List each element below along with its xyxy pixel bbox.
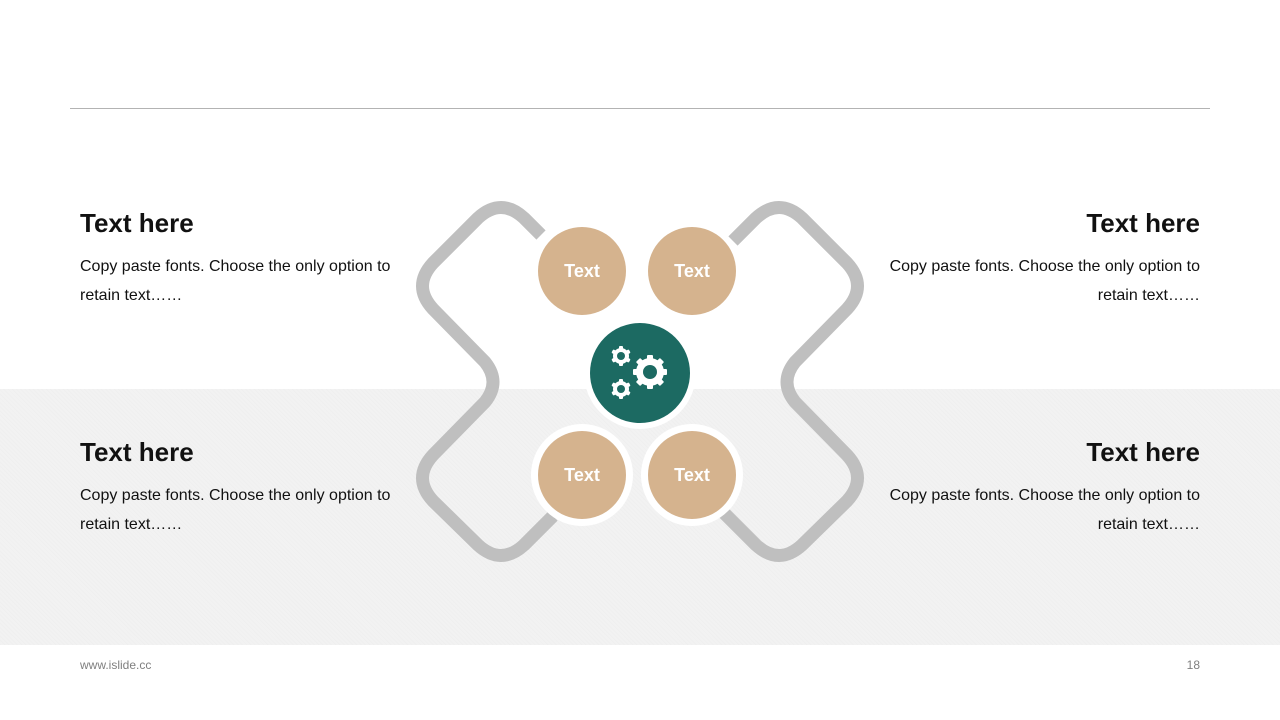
node-circle (538, 431, 626, 519)
top-divider (70, 108, 1210, 109)
block-title: Text here (1086, 208, 1200, 238)
text-block-top-left: Text here Copy paste fonts. Choose the o… (80, 208, 400, 310)
x-diagram: Text Text Text Text (416, 201, 864, 562)
right-bracket (718, 201, 864, 562)
node-label: Text (674, 261, 710, 281)
node-circle (538, 227, 626, 315)
node-circle (648, 431, 736, 519)
node-top-left: Text (538, 227, 626, 315)
text-block-bottom-right: Text here Copy paste fonts. Choose the o… (880, 437, 1200, 539)
node-top-right: Text (648, 227, 736, 315)
left-bracket (416, 201, 558, 562)
gears-icon (611, 346, 667, 399)
node-label: Text (564, 465, 600, 485)
text-block-top-right: Text here Copy paste fonts. Choose the o… (880, 208, 1200, 310)
x-connectors (416, 201, 864, 562)
node-circle (648, 227, 736, 315)
block-body: Copy paste fonts. Choose the only option… (889, 258, 1200, 304)
node-label: Text (564, 261, 600, 281)
center-node (584, 317, 696, 429)
node-bottom-right: Text (641, 424, 743, 526)
block-title: Text here (1086, 437, 1200, 467)
block-title: Text here (80, 437, 194, 467)
node-bottom-left: Text (531, 424, 633, 526)
block-body: Copy paste fonts. Choose the only option… (889, 487, 1200, 533)
footer-url: www.islide.cc (80, 658, 152, 672)
block-title: Text here (80, 208, 194, 238)
background-band (0, 389, 1280, 645)
node-label: Text (674, 465, 710, 485)
text-block-bottom-left: Text here Copy paste fonts. Choose the o… (80, 437, 400, 539)
block-body: Copy paste fonts. Choose the only option… (80, 258, 391, 304)
block-body: Copy paste fonts. Choose the only option… (80, 487, 391, 533)
page-number: 18 (1186, 658, 1200, 672)
